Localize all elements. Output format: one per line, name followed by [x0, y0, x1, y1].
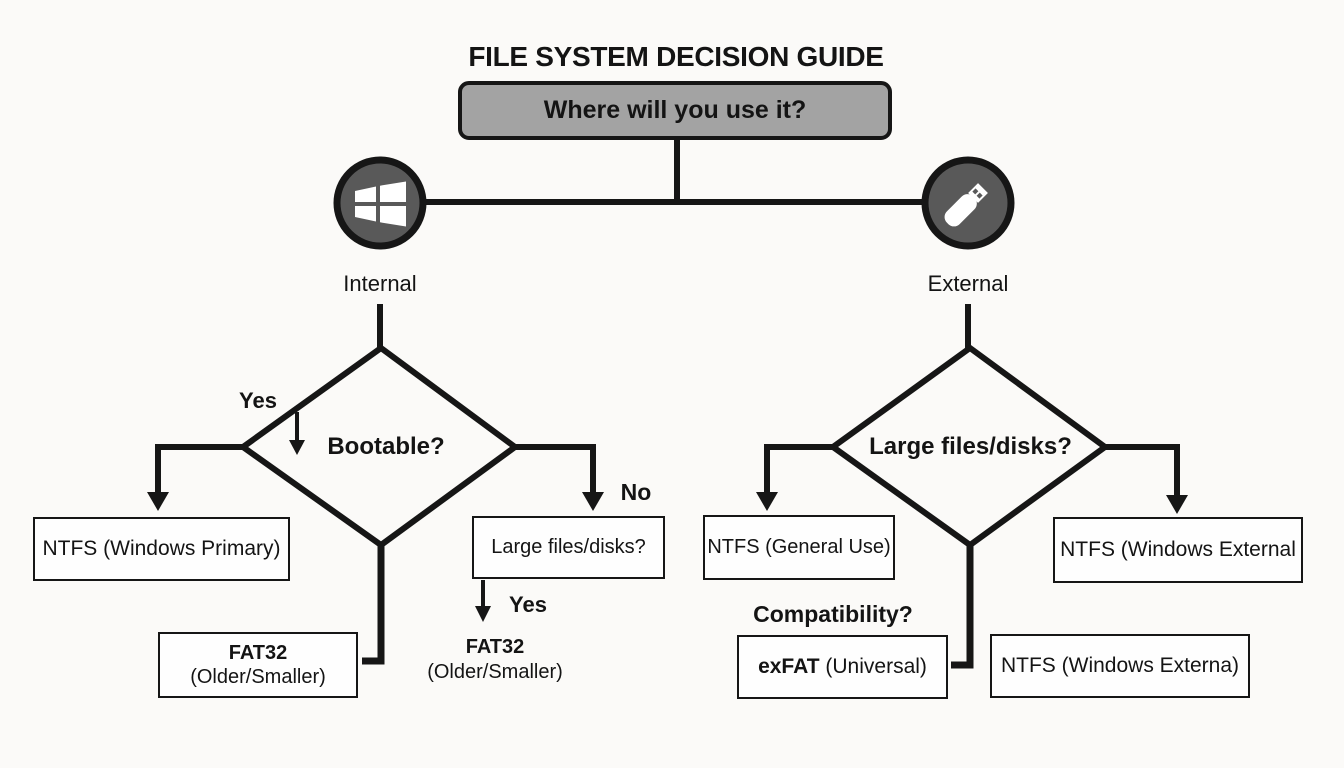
largefiles-decision-label: Large files/disks?: [869, 433, 1072, 460]
internal-label: Internal: [343, 271, 417, 296]
internal-no-arrow: [515, 444, 604, 511]
internal-node-circle: [333, 156, 427, 250]
bootable-decision-label: Bootable?: [327, 433, 445, 460]
question-large-files-disks: Large files/disks?: [472, 516, 665, 579]
external-label: External: [927, 271, 1009, 296]
windows-logo-icon: [355, 181, 406, 227]
result-fat32-box: FAT32 (Older/Smaller): [158, 632, 358, 698]
internal-sub-yes-arrow: [475, 580, 491, 622]
result-fat32-text-subtitle: (Older/Smaller): [427, 661, 563, 683]
result-fat32-text: FAT32 (Older/Smaller): [413, 629, 577, 691]
compatibility-question-label: Compatibility?: [753, 600, 913, 627]
internal-yes-label: Yes: [239, 388, 277, 413]
result-ntfs-windows-external-bottom: NTFS (Windows Externa): [990, 634, 1250, 698]
result-ntfs-windows-primary: NTFS (Windows Primary): [33, 517, 290, 581]
result-fat32-box-title: FAT32: [228, 642, 288, 664]
result-exfat-subtitle: (Universal): [825, 655, 927, 678]
result-ntfs-general-use: NTFS (General Use): [703, 515, 895, 580]
internal-yes-arrow: [147, 444, 243, 511]
result-fat32-text-title: FAT32: [465, 636, 525, 658]
external-node-circle: [921, 156, 1015, 250]
result-fat32-box-subtitle: (Older/Smaller): [190, 666, 326, 688]
internal-yes-small-arrow: [289, 412, 305, 455]
external-bottom-elbow: [951, 545, 974, 669]
internal-no-label: No: [620, 478, 652, 505]
page-title: FILE SYSTEM DECISION GUIDE: [468, 41, 884, 72]
result-ntfs-windows-external-top: NTFS (Windows External: [1053, 517, 1303, 583]
external-right-arrow: [1105, 444, 1188, 514]
result-exfat-title: exFAT: [758, 655, 820, 678]
result-exfat-universal: exFAT (Universal): [737, 635, 948, 699]
internal-bottom-elbow: [362, 545, 385, 665]
internal-sub-yes-label: Yes: [509, 592, 547, 617]
external-left-arrow: [756, 444, 833, 511]
root-question-node: Where will you use it?: [458, 81, 892, 140]
root-connector-lines: [400, 138, 950, 205]
